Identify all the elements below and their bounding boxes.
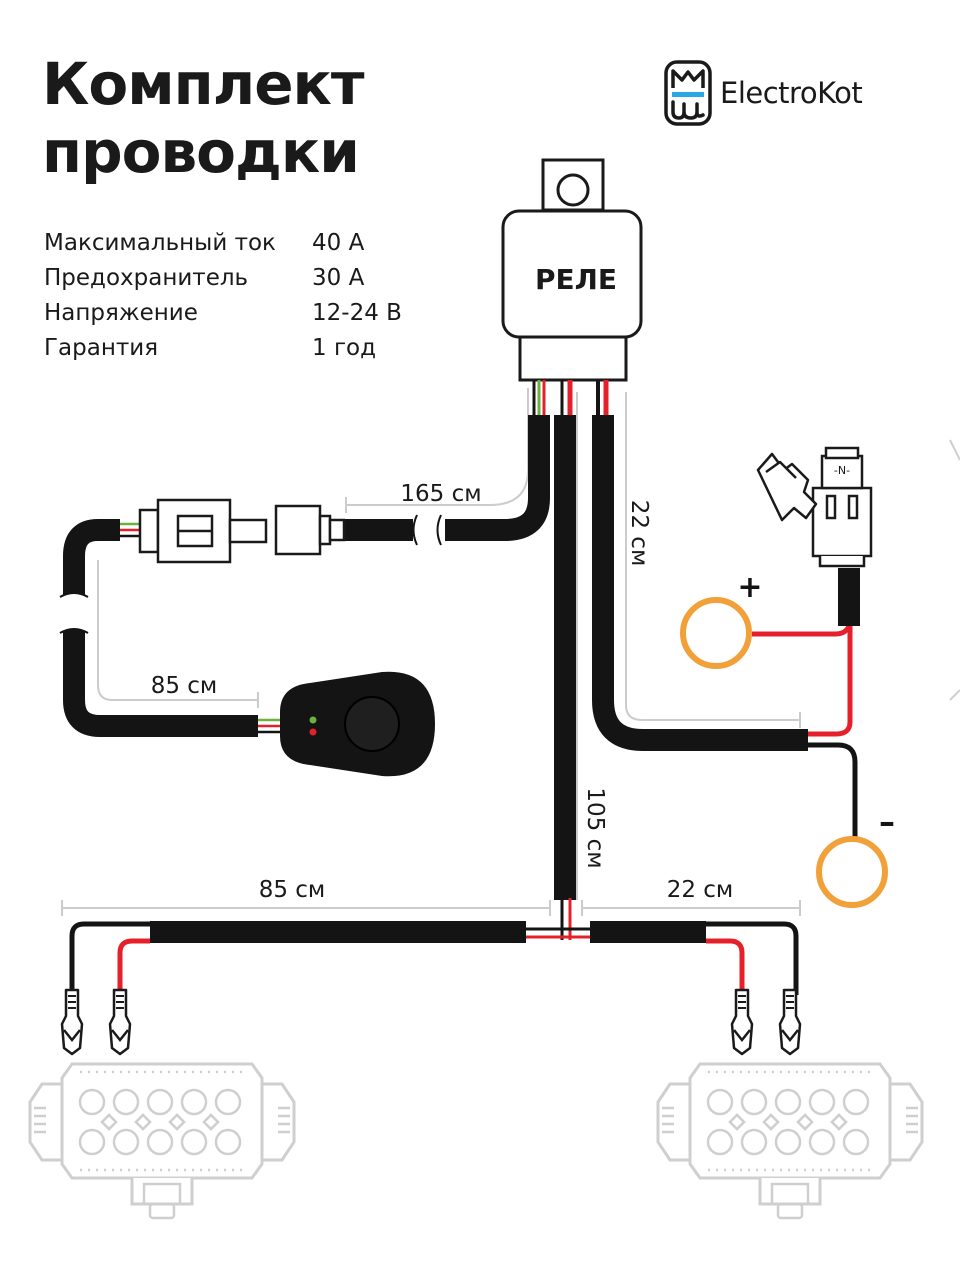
spec-value: 30 А [312,265,365,291]
dim-label-right-branch: 22 см [667,877,734,903]
led-light-bar-icon [656,1062,924,1220]
minus-sign: – [879,803,895,841]
positive-terminal: + [680,570,763,669]
led-light-bar-icon [28,1062,296,1220]
dim-label-switch-long: 165 см [400,481,481,507]
spec-label: Максимальный ток [44,230,276,256]
switch-connector [138,498,346,564]
spec-list: Максимальный ток 40 А Предохранитель 30 … [44,226,402,366]
dim-label-left-branch: 85 см [259,877,326,903]
fuse-holder-sleeve [838,568,860,626]
spec-row-voltage: Напряжение 12-24 В [44,296,402,331]
relay: РЕЛЕ [501,158,643,382]
spec-row-current: Максимальный ток 40 А [44,226,402,261]
page-title: Комплект проводки [42,50,365,186]
power-red-wire [752,570,853,737]
spec-label: Напряжение [44,300,198,326]
spade-connector [730,988,754,1056]
dim-label-power: 22 см [626,500,652,567]
title-line-2: проводки [42,118,360,186]
spade-connector [778,988,802,1056]
negative-terminal: – [816,803,895,908]
spec-value: 1 год [312,335,377,361]
brand-name: ElectroKot [720,76,863,110]
switch-wire-tails [120,522,282,734]
spec-label: Гарантия [44,335,159,361]
cable-break-marks [58,513,441,634]
relay-label: РЕЛЕ [535,263,617,296]
fuse-cover-icon [756,452,818,522]
cable-break-edges [59,514,442,634]
blade-fuse-icon: -N- [811,446,873,568]
spade-connector [108,988,132,1056]
dim-label-switch-short: 85 см [151,673,218,699]
fuse-label: -N- [834,464,850,477]
relay-pin-wires [532,380,609,420]
dim-label-trunk: 105 см [582,787,608,868]
spec-value: 12-24 В [312,300,402,326]
spec-label: Предохранитель [44,265,249,291]
power-black-wire [808,742,858,838]
spade-connector [60,988,84,1056]
spec-row-fuse: Предохранитель 30 А [44,261,402,296]
rocker-switch-icon [280,671,435,777]
lamp-leads [69,921,799,995]
spec-value: 40 А [312,230,365,256]
edge-marks [949,439,960,701]
title-line-1: Комплект [42,50,365,118]
spec-row-warranty: Гарантия 1 год [44,331,402,366]
dimension-lines [61,388,801,916]
cat-logo-icon [664,60,712,126]
wire-sleeves [63,415,808,943]
plus-sign: + [737,570,762,605]
trunk-junction-wires [526,898,590,940]
brand-logo: ElectroKot [664,60,863,126]
